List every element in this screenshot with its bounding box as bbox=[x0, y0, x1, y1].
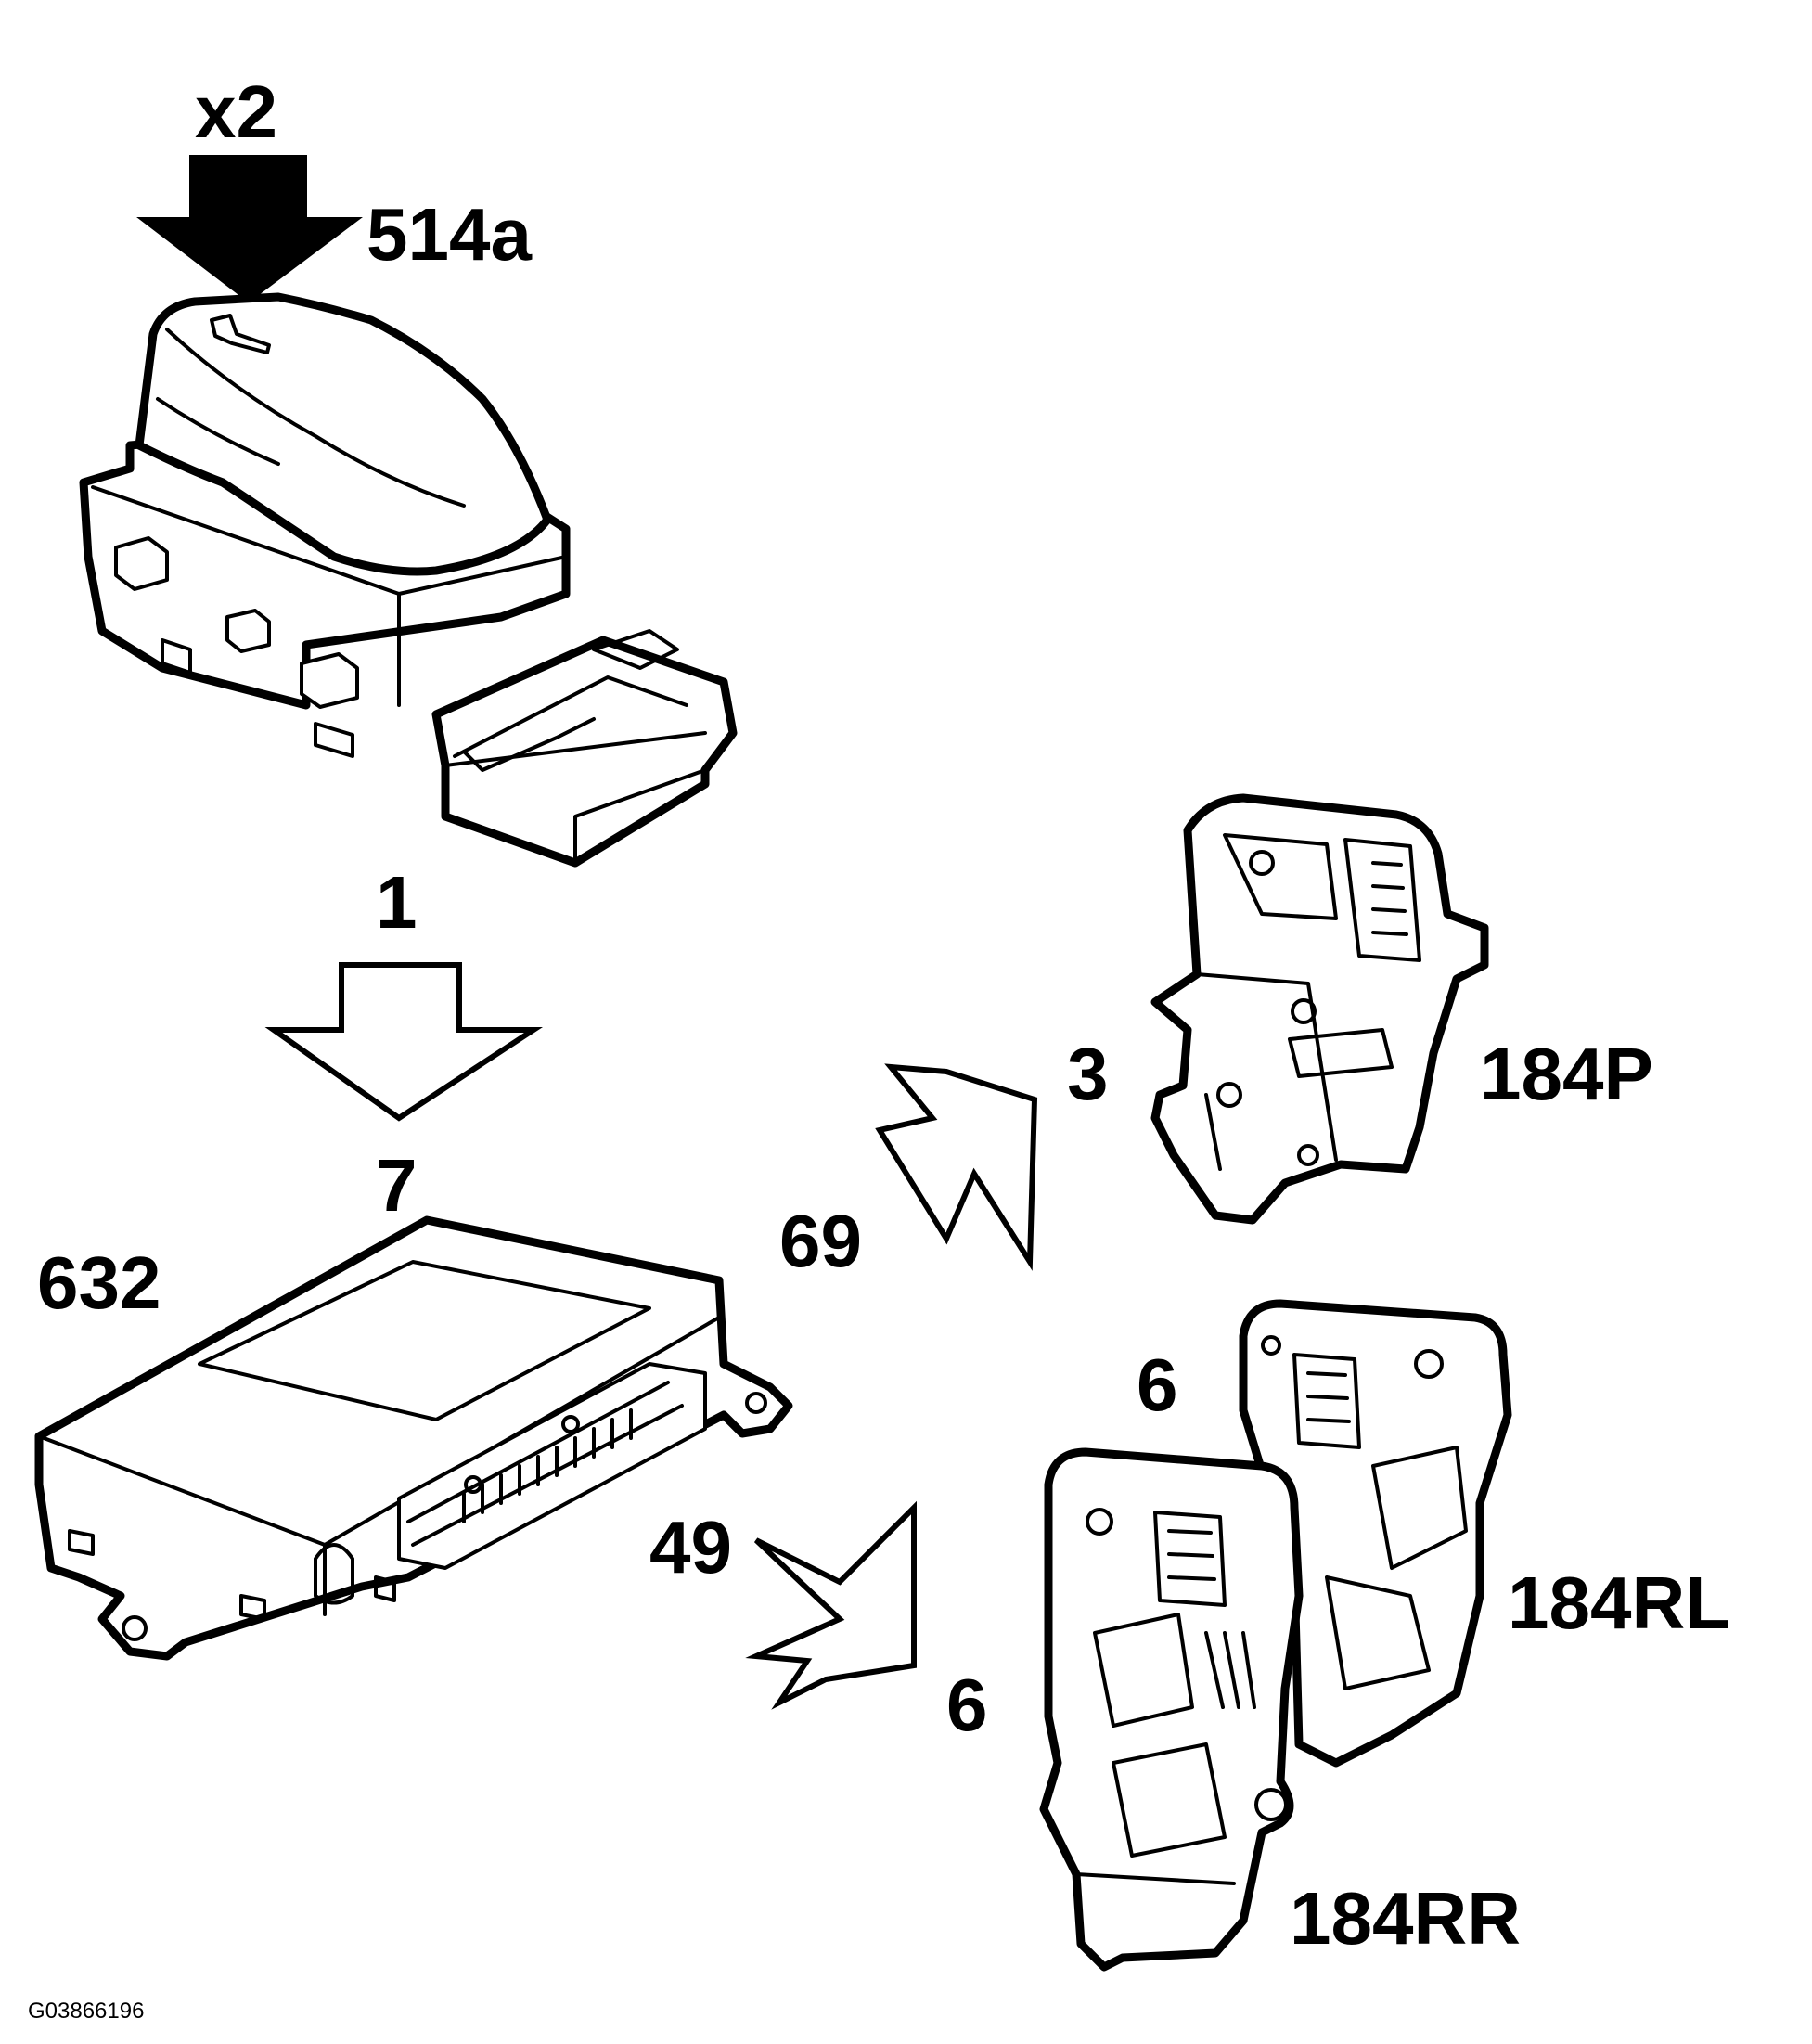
signal-arrow-lower bbox=[745, 1500, 917, 1710]
figure-code: G03866196 bbox=[28, 1999, 144, 2024]
rear-pin-upper-label: 6 bbox=[1137, 1343, 1178, 1426]
rear-right-motor-label: 184RR bbox=[1290, 1877, 1521, 1960]
module-id-label: 632 bbox=[37, 1241, 161, 1324]
module-pin-label: 7 bbox=[376, 1144, 418, 1227]
front-motor-label: 184P bbox=[1480, 1033, 1653, 1115]
multiplier-label: x2 bbox=[195, 71, 277, 153]
rear-pin-lower-label: 6 bbox=[946, 1664, 988, 1746]
front-passenger-lock-motor bbox=[1150, 793, 1489, 1225]
switch-connector bbox=[431, 629, 738, 868]
out-lower-label: 49 bbox=[649, 1506, 732, 1588]
rear-left-motor-label: 184RL bbox=[1508, 1562, 1730, 1644]
signal-arrow-down bbox=[264, 962, 544, 1122]
switch-pin-label: 1 bbox=[376, 861, 418, 944]
rear-right-lock-motor bbox=[1039, 1447, 1304, 1972]
switch-id-label: 514a bbox=[366, 193, 532, 276]
out-upper-label: 69 bbox=[779, 1200, 862, 1282]
press-arrow bbox=[136, 155, 363, 303]
window-switch bbox=[79, 292, 571, 758]
signal-arrow-upper bbox=[875, 1063, 1038, 1271]
rear-left-lock-motor bbox=[1239, 1299, 1512, 1768]
control-module bbox=[34, 1215, 793, 1661]
front-pin-label: 3 bbox=[1067, 1033, 1109, 1115]
